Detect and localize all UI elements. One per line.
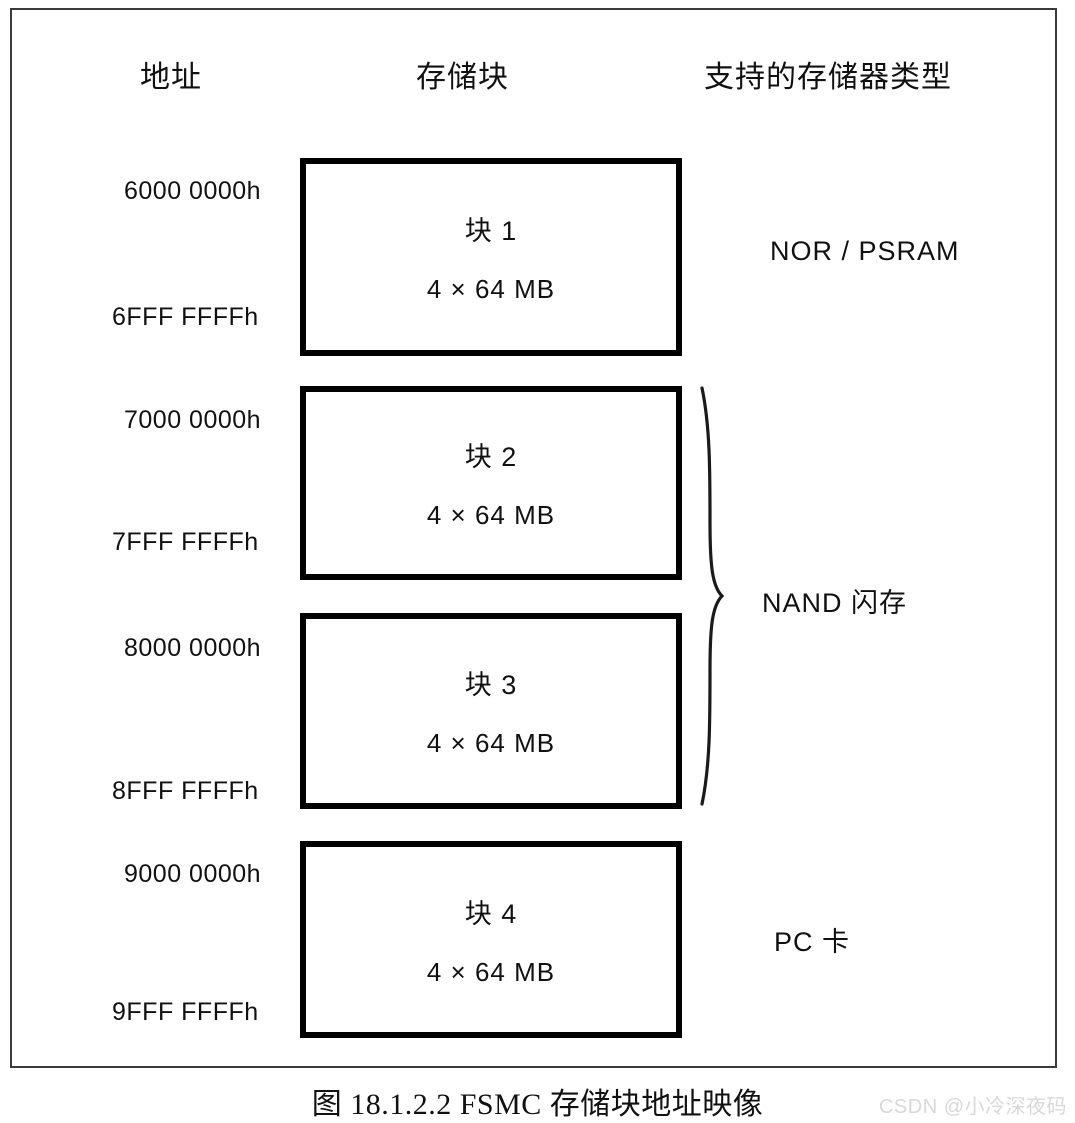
watermark: CSDN @小冷深夜码 <box>878 1096 1067 1118</box>
memory-type-label-pc-card: PC 卡 <box>774 927 851 957</box>
column-header-memory-block: 存储块 <box>416 61 509 94</box>
column-header-address: 地址 <box>140 61 202 94</box>
figure-frame: 地址 存储块 支持的存储器类型 6000 0000h 6FFF FFFFh 70… <box>10 8 1057 1068</box>
memory-block-4-name: 块 4 <box>464 898 518 929</box>
address-label-block2-start: 7000 0000h <box>124 406 262 434</box>
memory-block-3-size: 4 × 64 MB <box>426 728 556 758</box>
address-label-block2-end: 7FFF FFFFh <box>112 528 259 556</box>
address-label-block3-start: 8000 0000h <box>124 634 262 662</box>
address-label-block4-end: 9FFF FFFFh <box>112 998 259 1026</box>
memory-block-2-size: 4 × 64 MB <box>426 500 556 530</box>
memory-block-3-name: 块 3 <box>464 670 518 700</box>
curly-brace-icon <box>688 382 732 810</box>
memory-block-1-size: 4 × 64 MB <box>426 274 556 304</box>
memory-type-label-nand-flash: NAND 闪存 <box>762 588 908 618</box>
memory-block-4-size: 4 × 64 MB <box>426 956 556 987</box>
memory-block-1: 块 1 4 × 64 MB <box>300 158 682 356</box>
memory-block-4: 块 4 4 × 64 MB <box>300 841 682 1038</box>
memory-block-2: 块 2 4 × 64 MB <box>300 386 682 580</box>
memory-block-3: 块 3 4 × 64 MB <box>300 613 682 809</box>
address-label-block4-start: 9000 0000h <box>124 860 262 888</box>
figure-caption: 图 18.1.2.2 FSMC 存储块地址映像 <box>311 1088 764 1121</box>
address-label-block1-end: 6FFF FFFFh <box>112 303 259 331</box>
memory-block-1-name: 块 1 <box>464 216 518 246</box>
address-label-block3-end: 8FFF FFFFh <box>112 777 259 805</box>
column-header-memory-type: 支持的存储器类型 <box>704 61 952 94</box>
memory-type-label-nor-psram: NOR / PSRAM <box>770 236 960 266</box>
address-label-block1-start: 6000 0000h <box>124 177 262 205</box>
memory-block-2-name: 块 2 <box>464 442 518 472</box>
